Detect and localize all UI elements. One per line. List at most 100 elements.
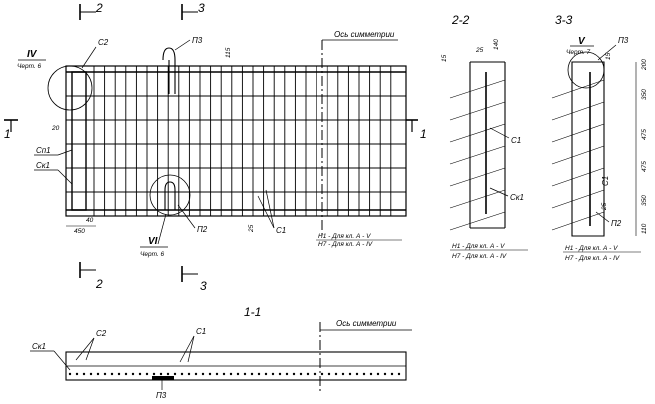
s33-dim-15: 15 bbox=[605, 52, 612, 60]
s11-c1-leader-a bbox=[179, 335, 195, 363]
p2-label: П2 bbox=[197, 225, 208, 234]
plan-vertical-bars bbox=[93, 66, 392, 216]
bar-dot bbox=[180, 372, 184, 376]
lifting-loop-p2 bbox=[164, 181, 176, 210]
section-1-1-title: 1-1 bbox=[244, 305, 261, 319]
bar-dot bbox=[131, 372, 135, 376]
bar-dot bbox=[320, 372, 324, 376]
dim-115: 115 bbox=[225, 47, 232, 58]
bar-dot bbox=[194, 372, 198, 376]
s33-note-n7: Н7 - Для кл. А - IV bbox=[565, 255, 620, 262]
hatch-line bbox=[449, 167, 506, 187]
c1-label-plan: С1 bbox=[276, 226, 286, 235]
s11-p3-plate bbox=[152, 376, 174, 380]
s33-p3-leader bbox=[597, 44, 617, 61]
bar-dot bbox=[383, 372, 387, 376]
s22-dim-25: 25 bbox=[475, 47, 484, 54]
s11-axis-label: Ось симметрии bbox=[336, 319, 397, 328]
bar-dot bbox=[166, 372, 170, 376]
s22-note-n7: Н7 - Для кл. А - IV bbox=[452, 253, 507, 260]
bar-dot bbox=[236, 372, 240, 376]
bar-dot bbox=[215, 372, 219, 376]
view-vi-label: VI bbox=[148, 236, 158, 247]
hatch-line bbox=[449, 211, 506, 231]
detail-circle-v bbox=[567, 51, 605, 89]
bar-dot bbox=[306, 372, 310, 376]
s33-p2-leader bbox=[595, 211, 610, 223]
bar-dot bbox=[110, 372, 114, 376]
section-2-2-title: 2-2 bbox=[451, 13, 470, 27]
p3-label: П3 bbox=[192, 36, 203, 45]
s33-dim-475b: 475 bbox=[641, 161, 648, 172]
s22-c1-leader bbox=[489, 127, 510, 139]
symmetry-axis-label: Ось симметрии bbox=[334, 30, 395, 39]
bar-dot bbox=[96, 372, 100, 376]
bar-dot bbox=[138, 372, 142, 376]
s22-note-n1: Н1 - Для кл. А - V bbox=[452, 243, 505, 250]
note-n7: Н7 - Для кл. А - IV bbox=[318, 241, 373, 248]
s11-p3-label: П3 bbox=[156, 391, 167, 400]
plan-view: Ось симметрии П3 П2 IV Черт. 6 С2 Сп1 Ск… bbox=[4, 1, 427, 293]
bar-dot bbox=[397, 372, 401, 376]
bar-dot bbox=[292, 372, 296, 376]
detail-circle-vi bbox=[149, 174, 191, 216]
bar-dot bbox=[341, 372, 345, 376]
bar-dot bbox=[222, 372, 226, 376]
plan-outline bbox=[65, 65, 407, 217]
bar-dot bbox=[278, 372, 282, 376]
hatch-line bbox=[551, 79, 605, 99]
bar-dot bbox=[355, 372, 359, 376]
hatch-line bbox=[449, 189, 506, 209]
bar-dot bbox=[348, 372, 352, 376]
plan-horizontal-bars bbox=[66, 71, 406, 211]
section-3-3-contour bbox=[571, 61, 605, 237]
s11-ck1-label: Ск1 bbox=[32, 342, 46, 351]
bar-dot bbox=[201, 372, 205, 376]
hatch-line bbox=[449, 145, 506, 165]
bar-dot bbox=[390, 372, 394, 376]
sheet6-label-a: Черт. 6 bbox=[17, 63, 42, 70]
s11-c2-leader-b bbox=[85, 337, 95, 361]
s33-p3-label: П3 bbox=[618, 36, 629, 45]
s33-p2-label: П2 bbox=[611, 219, 622, 228]
bar-dot bbox=[75, 372, 79, 376]
detail-circle-iv bbox=[47, 65, 93, 111]
view-vi-leader bbox=[157, 213, 167, 245]
dim-450: 450 bbox=[74, 228, 85, 235]
cut2-bot-label: 2 bbox=[95, 277, 103, 291]
cut2-top-label: 2 bbox=[95, 1, 103, 15]
bar-dot bbox=[313, 372, 317, 376]
c2-leader bbox=[81, 46, 97, 69]
section-2-2-contour bbox=[469, 61, 506, 229]
bar-dot bbox=[362, 372, 366, 376]
s22-dim-140: 140 bbox=[493, 39, 500, 50]
dim-40: 40 bbox=[86, 217, 94, 224]
bar-dot bbox=[89, 372, 93, 376]
s11-c1-label: С1 bbox=[196, 327, 206, 336]
bar-dot bbox=[250, 372, 254, 376]
bar-dot bbox=[376, 372, 380, 376]
bar-dot bbox=[229, 372, 233, 376]
bar-dot bbox=[152, 372, 156, 376]
hatch-line bbox=[551, 145, 605, 165]
hatch-line bbox=[551, 167, 605, 187]
s33-c1-label: С1 bbox=[601, 176, 610, 186]
bar-dot bbox=[264, 372, 268, 376]
cut3-top-label: 3 bbox=[198, 1, 205, 15]
p2-leader bbox=[177, 204, 196, 229]
s33-dim-25: 25 bbox=[601, 202, 608, 211]
lifting-loop-p3 bbox=[162, 47, 176, 94]
cn1-leader bbox=[57, 149, 73, 156]
bar-dot bbox=[82, 372, 86, 376]
bar-dot bbox=[327, 372, 331, 376]
cn1-label: Сп1 bbox=[36, 146, 51, 155]
section-1-1-bar-dots bbox=[68, 372, 401, 376]
bar-dot bbox=[369, 372, 373, 376]
ck1-leader bbox=[57, 169, 73, 185]
dim-20: 20 bbox=[51, 125, 60, 132]
section-2-2-hatch bbox=[449, 79, 506, 231]
bar-dot bbox=[124, 372, 128, 376]
s33-dim-475a: 475 bbox=[641, 129, 648, 140]
